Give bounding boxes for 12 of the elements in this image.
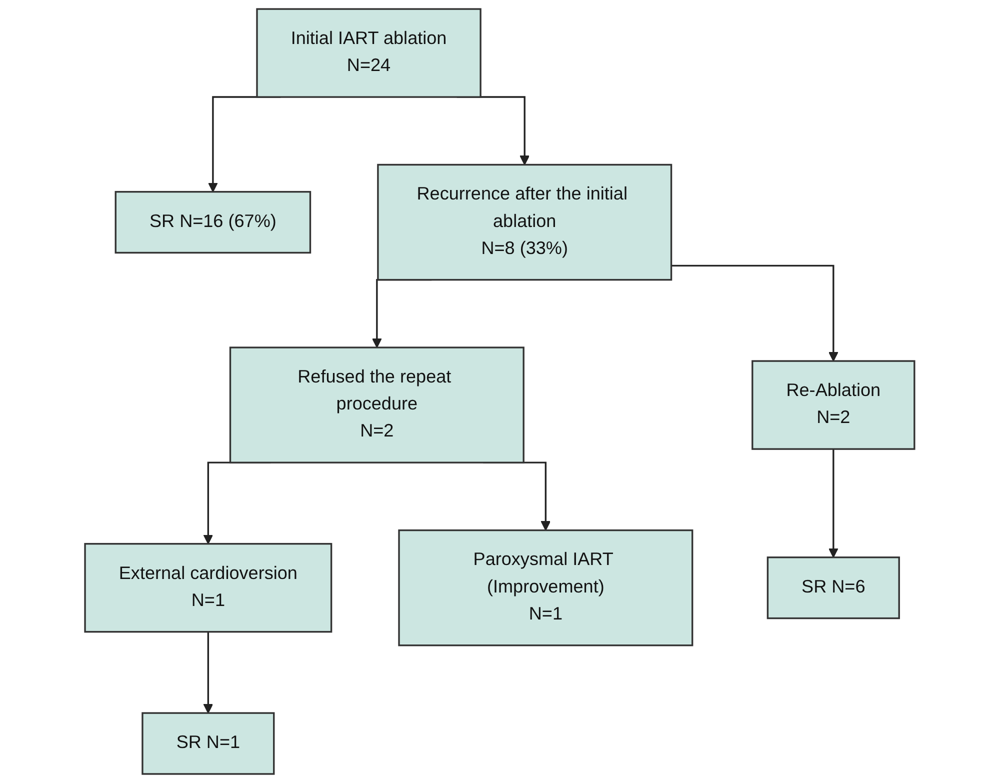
node-box: Recurrence after the initial ablation N=8 (33%) <box>376 164 672 281</box>
node-box: SR N=6 <box>766 556 900 620</box>
node-box: Re-Ablation N=2 <box>751 360 916 450</box>
node-box: Refused the repeat procedure N=2 <box>229 346 524 464</box>
arrow <box>828 448 838 558</box>
arrow <box>671 264 838 362</box>
node-box: SR N=16 (67%) <box>114 190 311 254</box>
node-box: External cardioversion N=1 <box>84 542 332 633</box>
node-box: Paroxysmal IART (Improvement) N=1 <box>398 529 693 646</box>
node-box: SR N=1 <box>141 712 274 775</box>
arrow <box>202 630 213 714</box>
node-box: Initial IART ablation N=24 <box>256 8 482 98</box>
